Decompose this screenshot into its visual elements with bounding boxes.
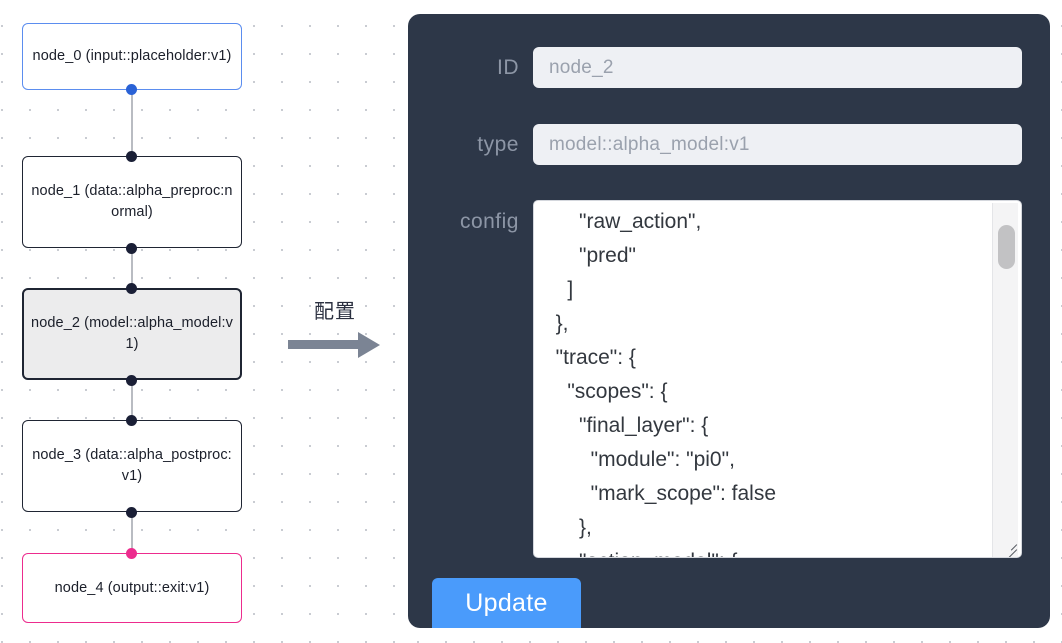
graph-node-node_0-label: node_0 (input::placeholder:v1) [32,48,232,64]
config-textarea-wrapper: "raw_action", "pred" ] }, "trace": { "sc… [533,200,1022,558]
type-input[interactable] [533,124,1022,165]
port-node_3-out[interactable] [126,507,137,518]
arrow-head [358,332,380,358]
config-field-label: config [459,210,519,233]
id-input[interactable] [533,47,1022,88]
port-node_1-out[interactable] [126,243,137,254]
transition-label: 配置 [314,301,356,323]
edge-node1-node2 [131,248,133,294]
graph-node-node_2[interactable]: node_2 (model::alpha_model:v1) [22,288,242,380]
graph-node-node_1[interactable]: node_1 (data::alpha_preproc:normal) [22,156,242,248]
id-field-label: ID [497,55,519,79]
update-button[interactable]: Update [432,578,581,628]
port-node_3-in[interactable] [126,415,137,426]
field-row-config: config "raw_action", "pred" ] }, "trace"… [408,200,1022,558]
config-scrollbar-thumb[interactable] [998,225,1015,269]
port-node_4-in[interactable] [126,548,137,559]
graph-node-node_4-label: node_4 (output::exit:v1) [54,579,210,596]
port-node_1-in[interactable] [126,151,137,162]
edge-node0-node1 [131,90,133,162]
type-field-label: type [477,132,519,156]
port-node_0-out[interactable] [126,84,137,95]
arrow-right-icon [288,332,388,358]
graph-canvas[interactable]: node_0 (input::placeholder:v1) node_1 (d… [0,0,404,643]
config-panel: ID type config "raw_action", "pred" ] },… [408,14,1050,628]
graph-node-node_1-label: node_1 (data::alpha_preproc:normal) [31,183,233,220]
field-row-id: ID [408,47,1022,88]
config-textarea[interactable]: "raw_action", "pred" ] }, "trace": { "sc… [534,201,1021,557]
edge-node3-node4 [131,512,133,558]
field-row-type: type [408,124,1022,165]
transition-arrow-group: 配置 [288,295,398,365]
graph-node-node_4[interactable]: node_4 (output::exit:v1) [22,553,242,623]
config-scrollbar[interactable] [992,203,1018,557]
edge-node2-node3 [131,380,133,426]
graph-node-node_3-label: node_3 (data::alpha_postproc:v1) [32,447,232,484]
port-node_2-out[interactable] [126,375,137,386]
port-node_2-in[interactable] [126,283,137,294]
arrow-shaft [288,340,360,349]
resize-handle-icon[interactable] [1001,537,1019,557]
graph-node-node_3[interactable]: node_3 (data::alpha_postproc:v1) [22,420,242,512]
graph-node-node_2-label: node_2 (model::alpha_model:v1) [31,315,233,352]
graph-node-node_0[interactable]: node_0 (input::placeholder:v1) [22,23,242,90]
